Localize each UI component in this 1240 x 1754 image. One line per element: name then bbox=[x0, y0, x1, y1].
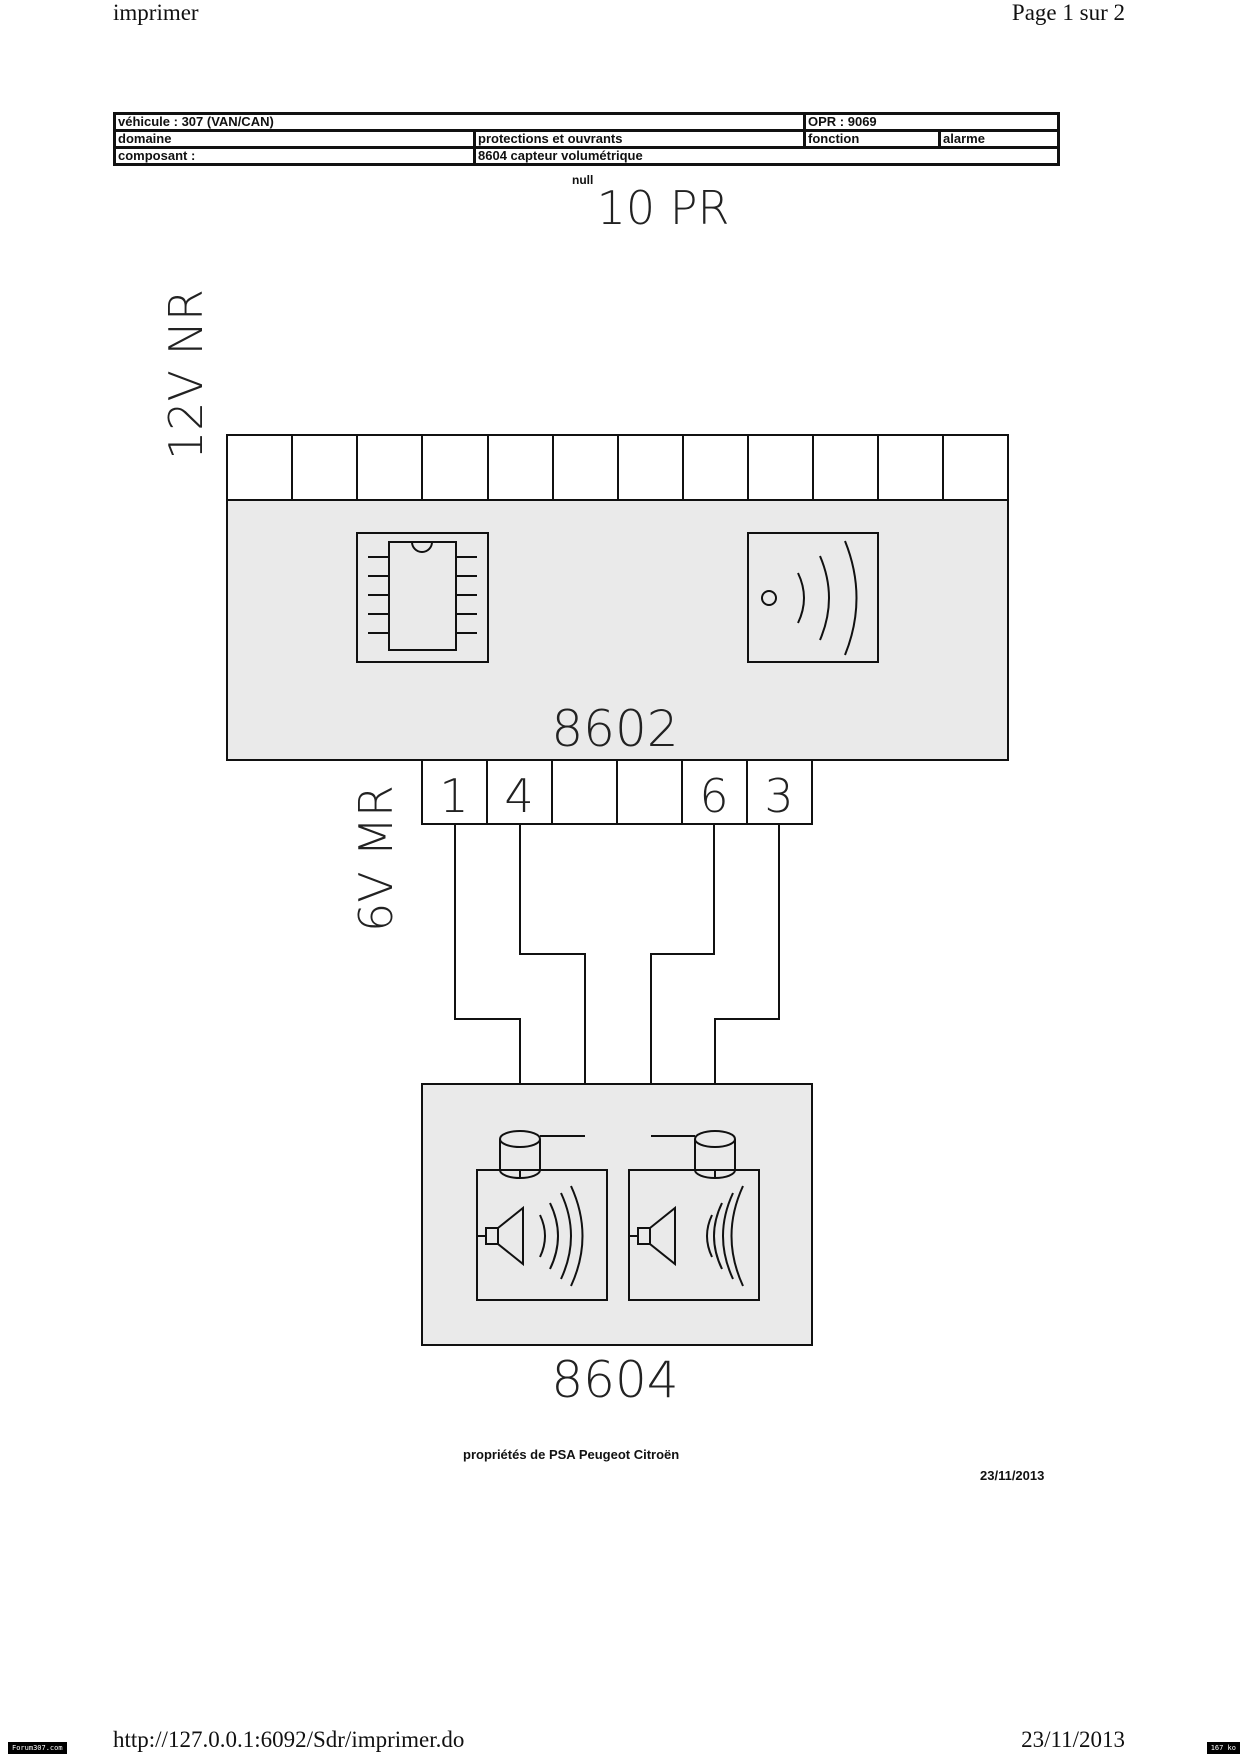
wire-pin-3 bbox=[714, 824, 780, 1130]
null-label: null bbox=[572, 173, 594, 187]
connector-12v-label: 12V NR bbox=[159, 289, 213, 460]
sensor-wave-icon bbox=[747, 532, 879, 663]
fonction-value: alarme bbox=[938, 129, 1061, 149]
wire-pin-6 bbox=[650, 824, 715, 1136]
pin-label: 6 bbox=[699, 769, 728, 823]
print-date: 23/11/2013 bbox=[1021, 1727, 1125, 1752]
pin-label: 3 bbox=[764, 769, 793, 823]
speaker-icon bbox=[628, 1169, 760, 1301]
page-url: http://127.0.0.1:6092/Sdr/imprimer.do bbox=[113, 1727, 465, 1752]
info-row-vehicule: véhicule : 307 (VAN/CAN) OPR : 9069 bbox=[112, 112, 1061, 132]
info-row-composant: composant : 8604 capteur volumétrique bbox=[113, 146, 1061, 166]
chip-icon bbox=[356, 532, 489, 663]
speaker-icon bbox=[476, 1169, 608, 1301]
page-number: Page 1 sur 2 bbox=[1011, 0, 1125, 25]
page-header-title: imprimer bbox=[113, 0, 199, 25]
domaine-value: protections et ouvrants bbox=[472, 129, 807, 149]
info-table: véhicule : 307 (VAN/CAN) OPR : 9069 doma… bbox=[112, 112, 1061, 166]
shielded-connector-icon bbox=[499, 1130, 585, 1179]
connector-6v-label: 6V MR bbox=[349, 785, 403, 932]
pin-label: 1 bbox=[439, 769, 468, 823]
wire-pin-4 bbox=[519, 824, 586, 1136]
connector-12v-cells bbox=[226, 434, 1009, 501]
document-date: 23/11/2013 bbox=[980, 1468, 1045, 1483]
module-8602-label: 8602 bbox=[551, 700, 678, 758]
watermark-tag: Forum307.com bbox=[8, 1742, 67, 1754]
module-8604-box bbox=[421, 1083, 813, 1346]
pin-connector bbox=[421, 759, 813, 825]
copyright-credit: propriétés de PSA Peugeot Citroën bbox=[463, 1447, 680, 1462]
opr-cell: OPR : 9069 bbox=[803, 112, 1061, 132]
vehicule-cell: véhicule : 307 (VAN/CAN) bbox=[112, 112, 807, 132]
domaine-label: domaine bbox=[113, 129, 476, 149]
info-row-domaine: domaine protections et ouvrants fonction… bbox=[113, 129, 1061, 149]
pin-label: 4 bbox=[504, 769, 533, 823]
connector-10pr-label: 10 PR bbox=[597, 181, 730, 235]
filesize-tag: 167 ko bbox=[1206, 1742, 1240, 1754]
shielded-connector-icon bbox=[651, 1130, 736, 1179]
wire-pin-1 bbox=[454, 824, 521, 1130]
fonction-label: fonction bbox=[803, 129, 942, 149]
wires bbox=[454, 824, 780, 1136]
module-8604-label: 8604 bbox=[551, 1351, 678, 1409]
composant-value: 8604 capteur volumétrique bbox=[472, 146, 1061, 166]
composant-label: composant : bbox=[113, 146, 476, 166]
